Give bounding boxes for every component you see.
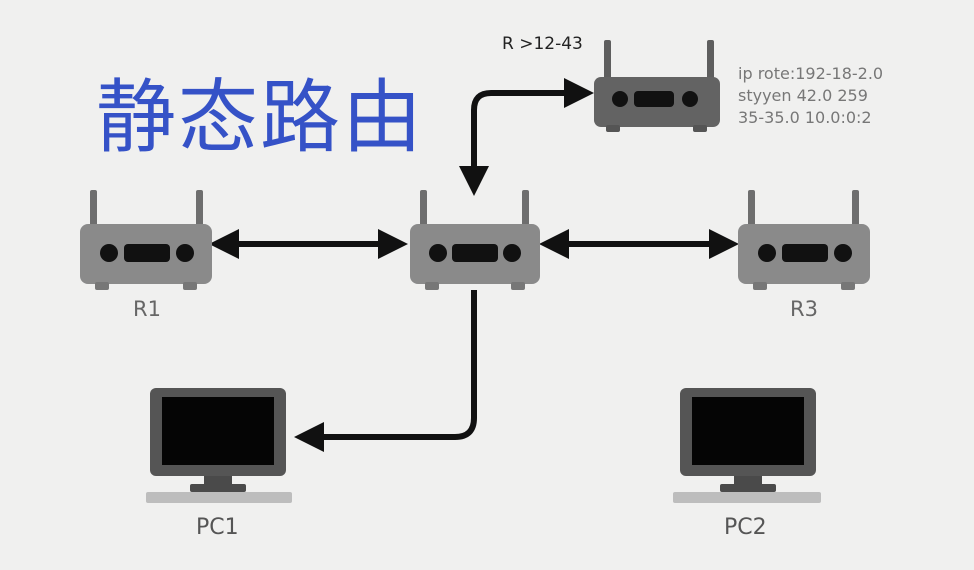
router-center [410,190,540,290]
computer-pc2 [673,388,821,503]
router-r3 [738,190,870,290]
diagram-title: 静态路由 [96,71,424,164]
pc2-label: PC2 [724,515,767,540]
route-info-line: ip rote:192-18-2.0 [738,64,884,83]
router-r1 [80,190,212,290]
route-info-line: styyen 42.0 259 [738,86,868,105]
r3-label: R3 [790,297,818,321]
route-info: ip rote:192-18-2.0 styyen 42.0 259 35-35… [738,63,883,129]
links [209,78,739,452]
pc1-label: PC1 [196,515,239,540]
top-router-label: R >12-43 [502,34,583,54]
computer-pc1 [146,388,292,503]
router-top [594,40,720,132]
link-center-top [459,78,594,196]
route-info-line: 35-35.0 10.0:0:2 [738,108,872,127]
r1-label: R1 [133,297,161,321]
link-center-pc1 [294,290,477,452]
